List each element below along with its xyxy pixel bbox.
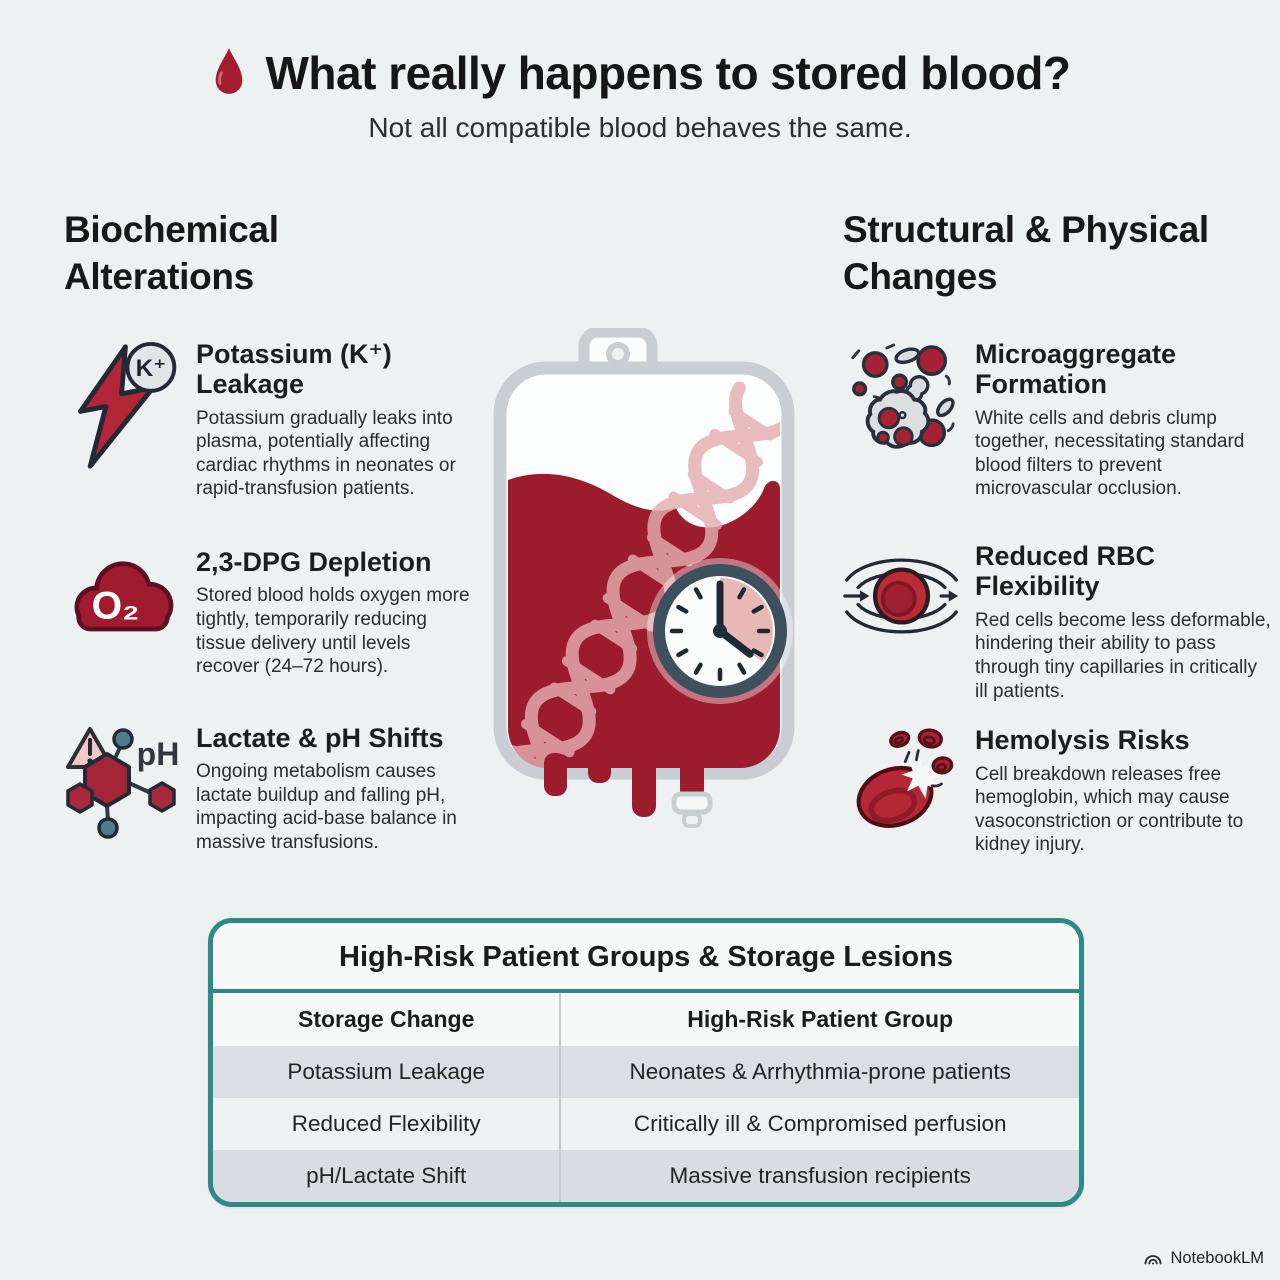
item-dpg-depletion: O₂ 2,3-DPG Depletion Stored blood holds … bbox=[64, 547, 476, 679]
table-row: Reduced Flexibility Critically ill & Com… bbox=[213, 1098, 1079, 1150]
o2-label: O₂ bbox=[92, 584, 140, 627]
cell-storage-change: pH/Lactate Shift bbox=[213, 1150, 560, 1202]
item-rbc-flexibility: Reduced RBC Flexibility Red cells become… bbox=[843, 541, 1273, 703]
lightning-icon: K⁺ bbox=[64, 339, 182, 473]
item-body: Stored blood holds oxygen more tightly, … bbox=[196, 585, 470, 678]
cell-patient-group: Critically ill & Compromised perfusion bbox=[559, 1098, 1079, 1150]
section-biochemical: Biochemical Alterations K⁺ Potassium (K⁺… bbox=[64, 206, 476, 854]
item-title: Microaggregate Formation bbox=[975, 338, 1177, 400]
risk-table-header-row: Storage Change High-Risk Patient Group bbox=[213, 993, 1079, 1046]
ph-label: pH bbox=[137, 736, 180, 772]
table-row: pH/Lactate Shift Massive transfusion rec… bbox=[213, 1150, 1079, 1202]
table-row: Potassium Leakage Neonates & Arrhythmia-… bbox=[213, 1046, 1079, 1098]
storage-clock bbox=[647, 558, 793, 704]
microaggregate-cells-icon bbox=[843, 339, 961, 463]
potassium-badge bbox=[125, 341, 177, 393]
item-lactate-ph: pH Lactate & pH Shifts Ongoing metabolis… bbox=[64, 723, 476, 855]
cell-storage-change: Potassium Leakage bbox=[213, 1046, 560, 1098]
item-body: Potassium gradually leaks into plasma, p… bbox=[196, 407, 456, 500]
watermark: NotebookLM bbox=[1143, 1249, 1264, 1268]
page-subtitle: Not all compatible blood behaves the sam… bbox=[368, 112, 912, 143]
rbc-flexibility-icon bbox=[843, 541, 961, 649]
page-title: What really happens to stored blood? bbox=[265, 47, 1071, 99]
bag-tubes bbox=[544, 753, 713, 828]
item-hemolysis: Hemolysis Risks Cell breakdown releases … bbox=[843, 725, 1273, 857]
item-body: Ongoing metabolism causes lactate buildu… bbox=[196, 761, 457, 853]
header: What really happens to stored blood? Not… bbox=[0, 46, 1280, 144]
item-title: Lactate & pH Shifts bbox=[196, 722, 444, 753]
item-title: Hemolysis Risks bbox=[975, 725, 1190, 756]
watermark-label: NotebookLM bbox=[1170, 1249, 1264, 1267]
item-title: Reduced RBC Flexibility bbox=[975, 540, 1156, 602]
item-title: 2,3-DPG Depletion bbox=[196, 546, 432, 577]
structural-heading: Structural & Physical Changes bbox=[843, 209, 1209, 298]
blood-drop-icon bbox=[215, 48, 242, 94]
risk-table-title: High-Risk Patient Groups & Storage Lesio… bbox=[213, 923, 1079, 993]
item-body: Cell breakdown releases free hemoglobin,… bbox=[975, 763, 1244, 856]
cell-storage-change: Reduced Flexibility bbox=[213, 1098, 560, 1150]
biochemical-heading: Biochemical Alterations bbox=[64, 209, 279, 298]
potassium-badge-label: K⁺ bbox=[136, 355, 167, 382]
clock-elapsed-sector bbox=[720, 578, 774, 662]
ph-molecule-icon: pH bbox=[64, 723, 182, 841]
item-body: Red cells become less deformable, hinder… bbox=[975, 609, 1271, 702]
column-header-patient-group: High-Risk Patient Group bbox=[559, 993, 1079, 1046]
hemolysis-cell-icon bbox=[843, 725, 961, 839]
bag-hanger-hole bbox=[606, 342, 630, 366]
item-title: Potassium (K⁺) Leakage bbox=[196, 338, 392, 400]
blood-bag-illustration bbox=[492, 326, 822, 833]
cell-patient-group: Neonates & Arrhythmia-prone patients bbox=[559, 1046, 1079, 1098]
notebooklm-logo bbox=[1145, 1255, 1162, 1265]
item-potassium-leakage: K⁺ Potassium (K⁺) Leakage Potassium grad… bbox=[64, 339, 476, 501]
column-header-storage-change: Storage Change bbox=[213, 993, 560, 1046]
item-body: White cells and debris clump together, n… bbox=[975, 407, 1245, 500]
section-structural: Structural & Physical Changes bbox=[843, 206, 1273, 857]
item-microaggregate: Microaggregate Formation White cells and… bbox=[843, 339, 1273, 501]
cell-patient-group: Massive transfusion recipients bbox=[559, 1150, 1079, 1202]
o2-cloud-icon: O₂ bbox=[64, 547, 182, 641]
risk-table: High-Risk Patient Groups & Storage Lesio… bbox=[208, 918, 1084, 1207]
